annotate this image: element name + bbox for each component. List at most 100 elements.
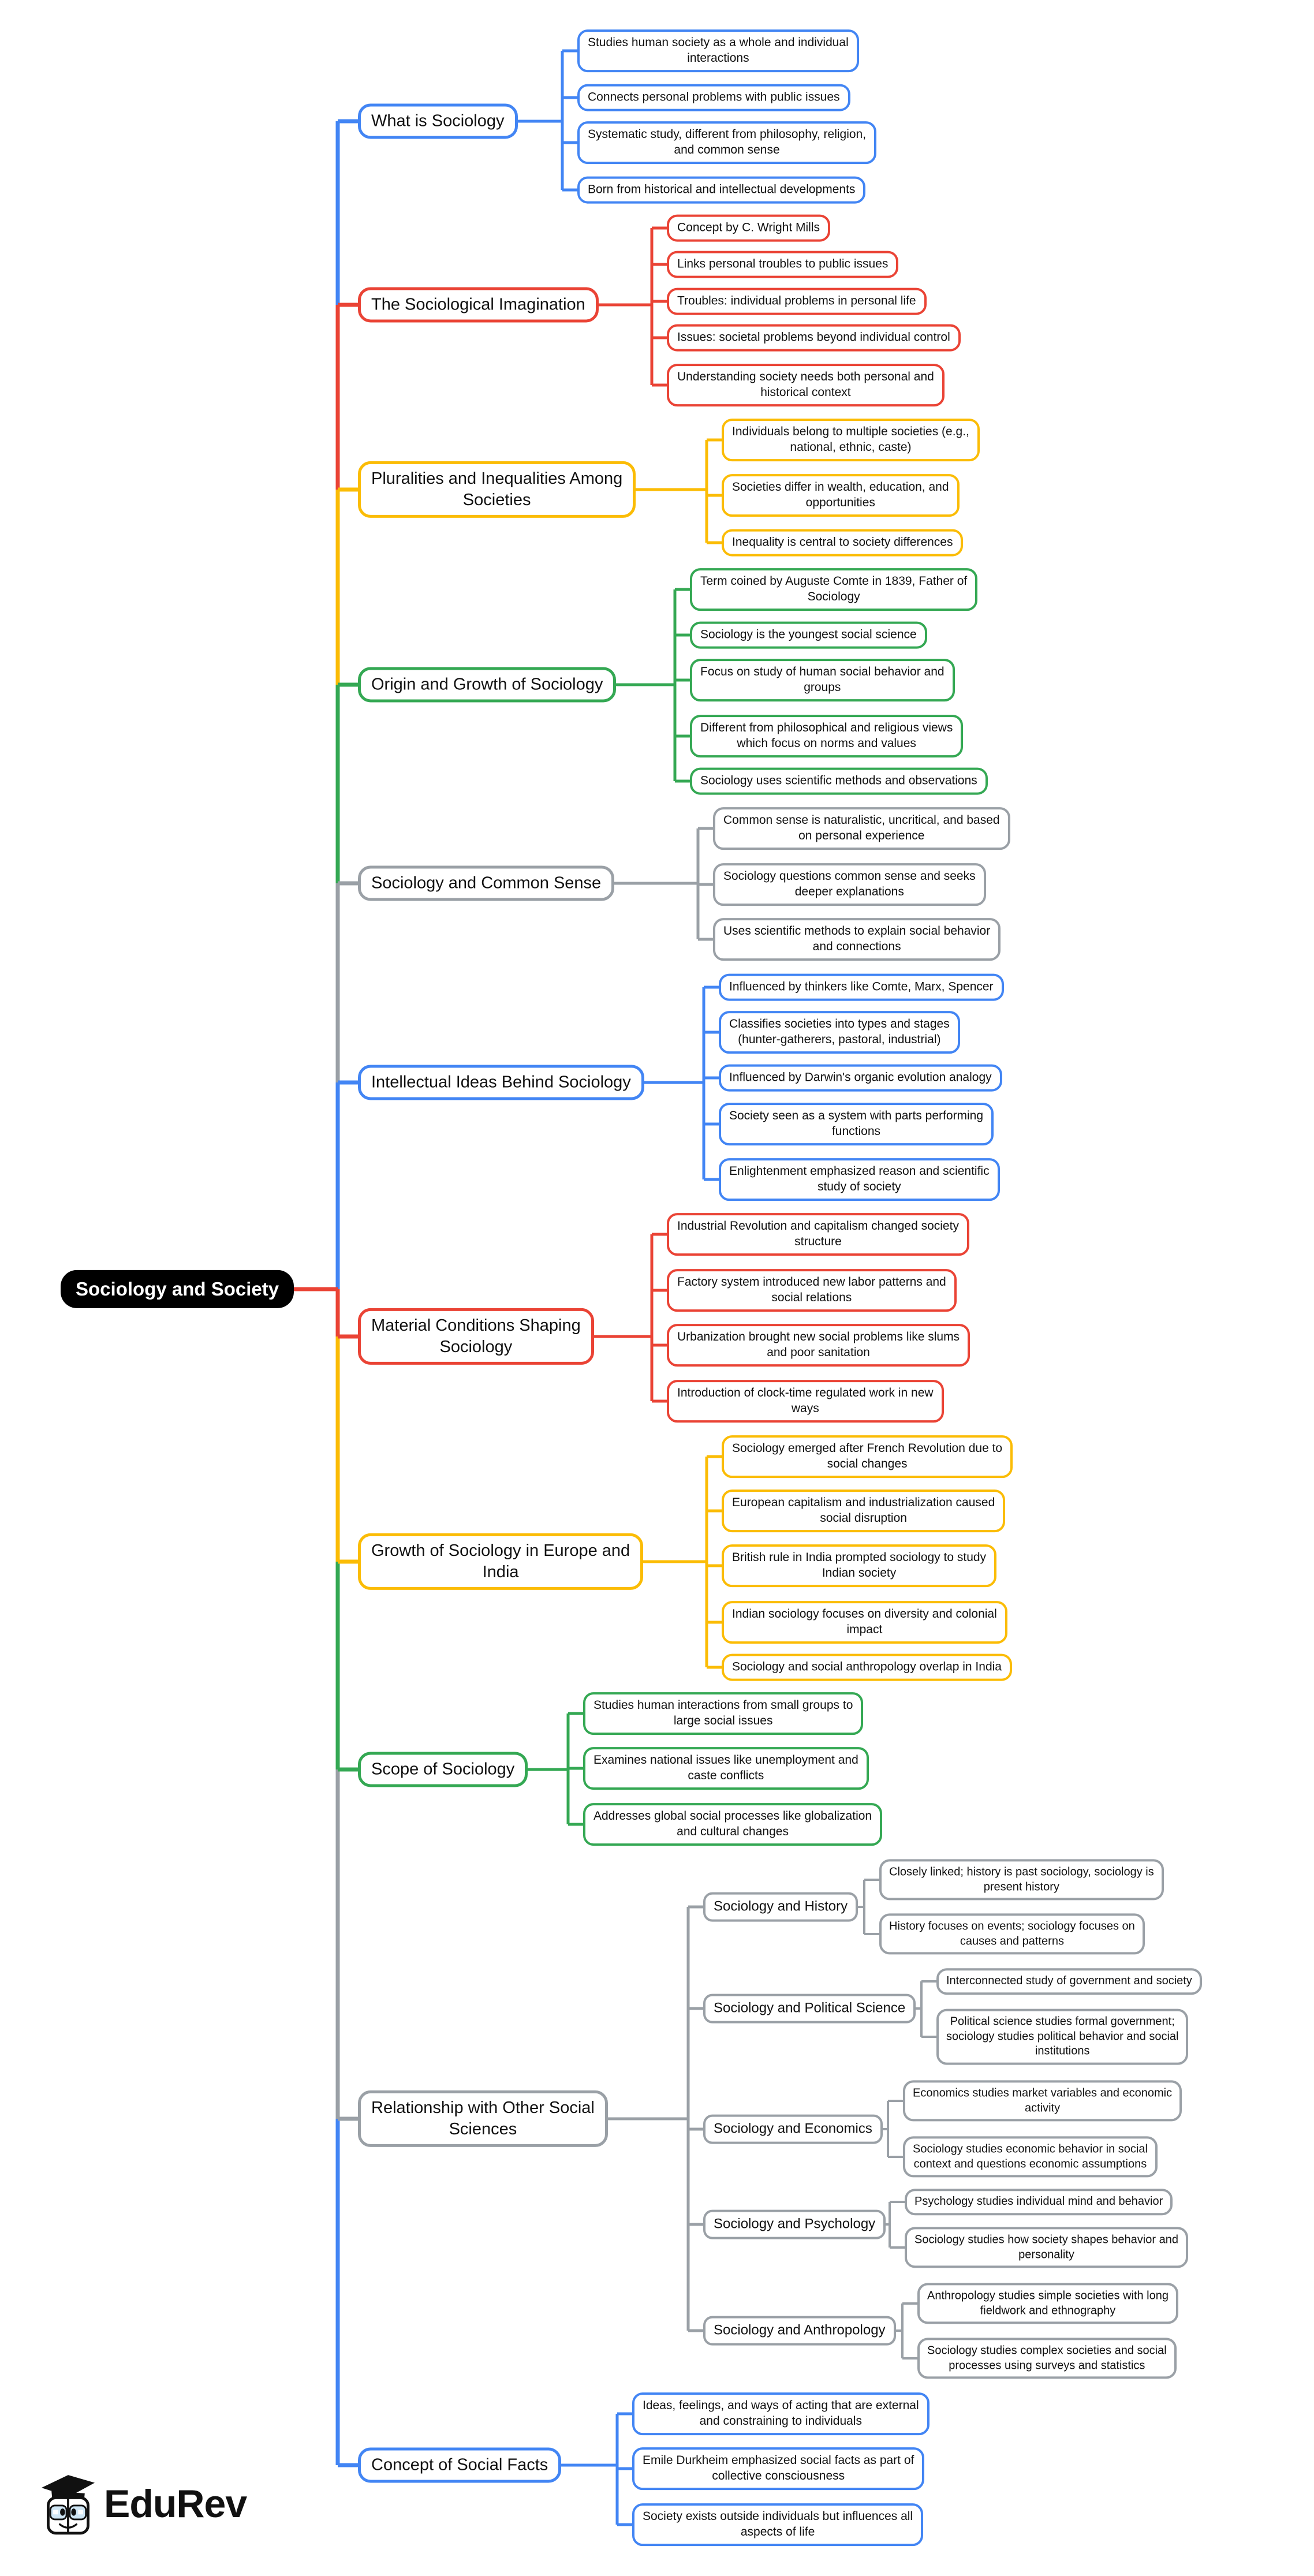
node-text-line: Society exists outside individuals but i… [643, 2510, 913, 2523]
node-text-line: Sociology emerged after French Revolutio… [732, 1442, 1003, 1455]
node-text-line: Societies [462, 491, 531, 509]
node-text-line: Troubles: individual problems in persona… [677, 294, 916, 308]
node-text-line: sociology studies political behavior and… [946, 2030, 1179, 2043]
node-text-line: Influenced by thinkers like Comte, Marx,… [729, 980, 994, 994]
node-text-line: Indian society [822, 1566, 897, 1580]
leaf-node: Different from philosophical and religio… [690, 715, 964, 757]
leaf-node: Common sense is naturalistic, uncritical… [713, 807, 1010, 850]
node-text-line: processes using surveys and statistics [949, 2359, 1145, 2372]
node-text-line: Links personal troubles to public issues [677, 257, 889, 271]
node-text-line: Sociology and Economics [714, 2120, 872, 2137]
node-text-line: and common sense [674, 143, 780, 156]
edurev-wordmark: EduRev [104, 2482, 247, 2526]
node-text-line: Growth of Sociology in Europe and [371, 1541, 630, 1560]
node-text-line: Concept of Social Facts [371, 2455, 548, 2474]
node-text-line: caste conflicts [688, 1769, 764, 1782]
node-text-line: (hunter-gatherers, pastoral, industrial) [738, 1033, 941, 1046]
leaf-node: Closely linked; history is past sociolog… [879, 1859, 1164, 1901]
node-text-line: Sociology and Anthropology [714, 2322, 886, 2338]
leaf-node: Examines national issues like unemployme… [583, 1747, 869, 1790]
node-text-line: Individuals belong to multiple societies… [732, 425, 969, 439]
node-text-line: Classifies societies into types and stag… [729, 1017, 950, 1031]
node-text-line: India [482, 1563, 519, 1581]
node-text-line: Concept by C. Wright Mills [677, 221, 820, 234]
node-text-line: study of society [817, 1180, 901, 1193]
node-text-line: Sociology and social anthropology overla… [732, 1660, 1002, 1674]
node-text-line: Sociology is the youngest social science [700, 628, 917, 641]
node-text-line: historical context [760, 386, 851, 399]
node-text-line: Sciences [449, 2120, 517, 2138]
node-text-line: Society seen as a system with parts perf… [729, 1109, 984, 1123]
edurev-logo: EduRev [40, 2470, 247, 2538]
leaf-node: Sociology and social anthropology overla… [722, 1653, 1012, 1681]
leaf-node: Understanding society needs both persona… [667, 364, 945, 406]
node-text-line: British rule in India prompted sociology… [732, 1551, 987, 1565]
leaf-node: Economics studies market variables and e… [903, 2080, 1182, 2122]
node-text-line: Psychology studies individual mind and b… [914, 2195, 1163, 2208]
leaf-node: Sociology is the youngest social science [690, 621, 927, 649]
node-text-line: Sociology [807, 590, 860, 603]
node-text-line: functions [831, 1125, 881, 1138]
leaf-node: Ideas, feelings, and ways of acting that… [632, 2392, 929, 2435]
node-text-line: ways [791, 1402, 819, 1415]
node-text-line: Studies human interactions from small gr… [593, 1698, 853, 1712]
node-text-line: Inequality is central to society differe… [732, 535, 953, 549]
branch-header-sociological-imagination: The Sociological Imagination [358, 287, 599, 323]
node-text-line: Sociology uses scientific methods and ob… [700, 774, 977, 787]
node-text-line: Interconnected study of government and s… [946, 1974, 1192, 1988]
leaf-node: British rule in India prompted sociology… [722, 1544, 997, 1587]
node-text-line: Systematic study, different from philoso… [588, 128, 867, 141]
node-text-line: Urbanization brought new social problems… [677, 1330, 960, 1344]
node-text-line: aspects of life [740, 2525, 815, 2538]
node-text-line: national, ethnic, caste) [790, 440, 912, 454]
node-text-line: Sociology and History [714, 1898, 848, 1914]
node-text-line: Economics studies market variables and e… [913, 2086, 1173, 2100]
leaf-node: Influenced by Darwin's organic evolution… [719, 1064, 1002, 1092]
node-text-line: Common sense is naturalistic, uncritical… [723, 813, 1000, 827]
leaf-node: Concept by C. Wright Mills [667, 214, 831, 242]
subtopic-node-sociology-history: Sociology and History [703, 1892, 858, 1922]
node-text-line: What is Sociology [371, 111, 505, 130]
node-text-line: Focus on study of human social behavior … [700, 665, 945, 679]
node-text-line: Indian sociology focuses on diversity an… [732, 1607, 997, 1621]
node-text-line: Introduction of clock-time regulated wor… [677, 1386, 934, 1400]
graduation-cap-mascot-icon [41, 2475, 95, 2535]
central-topic-label: Sociology and Society [76, 1278, 279, 1300]
leaf-node: Political science studies formal governm… [936, 2008, 1189, 2065]
branch-header-intellectual-ideas: Intellectual Ideas Behind Sociology [358, 1065, 644, 1100]
node-text-line: Societies differ in wealth, education, a… [732, 480, 949, 494]
node-text-line: fieldwork and ethnography [980, 2304, 1116, 2317]
leaf-node: Inequality is central to society differe… [722, 529, 964, 557]
leaf-node: Born from historical and intellectual de… [577, 176, 866, 204]
leaf-node: Sociology questions common sense and see… [713, 863, 986, 906]
leaf-node: European capitalism and industrializatio… [722, 1489, 1006, 1532]
node-text-line: Emile Durkheim emphasized social facts a… [643, 2454, 914, 2467]
node-text-line: large social issues [673, 1714, 773, 1727]
node-text-line: Issues: societal problems beyond individ… [677, 330, 950, 344]
node-text-line: Sociology and Common Sense [371, 873, 602, 893]
node-text-line: activity [1024, 2101, 1061, 2114]
node-text-line: Sociology questions common sense and see… [723, 869, 976, 883]
leaf-node: Society exists outside individuals but i… [632, 2503, 924, 2546]
subtopic-node-sociology-political-science: Sociology and Political Science [703, 1993, 916, 2024]
leaf-node: Uses scientific methods to explain socia… [713, 918, 1001, 961]
node-text-line: Connects personal problems with public i… [588, 90, 840, 104]
leaf-node: Issues: societal problems beyond individ… [667, 324, 961, 352]
node-text-line: Influenced by Darwin's organic evolution… [729, 1070, 992, 1084]
leaf-node: Introduction of clock-time regulated wor… [667, 1380, 944, 1423]
leaf-node: Enlightenment emphasized reason and scie… [719, 1158, 1000, 1201]
leaf-node: Sociology studies complex societies and … [917, 2338, 1177, 2379]
node-text-line: Industrial Revolution and capitalism cha… [677, 1219, 959, 1233]
node-text-line: Term coined by Auguste Comte in 1839, Fa… [700, 574, 968, 588]
node-text-line: which focus on norms and values [737, 737, 916, 750]
leaf-node: Society seen as a system with parts perf… [719, 1103, 994, 1145]
node-text-line: Sociology studies how society shapes beh… [914, 2233, 1178, 2246]
leaf-node: Sociology studies how society shapes beh… [905, 2227, 1188, 2268]
leaf-node: Focus on study of human social behavior … [690, 659, 955, 701]
node-text-line: Relationship with Other Social [371, 2098, 595, 2117]
subtopic-node-sociology-psychology: Sociology and Psychology [703, 2209, 886, 2239]
